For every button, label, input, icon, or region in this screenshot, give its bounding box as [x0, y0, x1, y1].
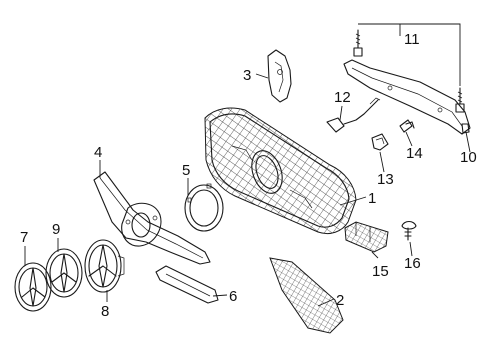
- callout-7: 7: [20, 229, 28, 246]
- callout-4: 4: [94, 144, 102, 161]
- callout-11: 11: [404, 31, 420, 48]
- callout-6: 6: [229, 288, 237, 305]
- star-emblem-mount: [84, 239, 125, 293]
- leader-10: [465, 131, 471, 153]
- callout-10: 10: [460, 149, 477, 166]
- leader-16: [409, 241, 413, 257]
- trim-bar: [93, 171, 211, 265]
- callout-5: 5: [182, 162, 190, 179]
- callout-1: 1: [368, 190, 376, 207]
- side-bracket: [267, 49, 292, 103]
- bolt-upper-right: [455, 87, 465, 113]
- lower-grille: [269, 257, 344, 334]
- screw-14: [399, 119, 415, 133]
- grille-assembly: [204, 107, 357, 235]
- callout-12: 12: [334, 89, 351, 106]
- callout-14: 14: [406, 145, 423, 162]
- sensor: [326, 97, 381, 133]
- leader-1: [339, 196, 367, 206]
- leader-2: [317, 298, 335, 307]
- retaining-clip: [461, 123, 470, 134]
- callout-8: 8: [101, 303, 109, 320]
- lower-trim-strip: [155, 265, 219, 304]
- leader-lines: [24, 23, 471, 307]
- star-emblem-rear: [45, 248, 83, 298]
- leader-11: [358, 23, 461, 86]
- emblem-ring: [184, 183, 224, 232]
- callout-15: 15: [372, 263, 389, 280]
- leader-15: [371, 251, 379, 259]
- leader-13: [379, 151, 385, 173]
- push-clip-16: [401, 220, 417, 241]
- callout-labels: 1 2 3 4 5 6 7 8 9 10 11 12 13 14 15 16: [20, 31, 477, 320]
- leader-6: [212, 294, 228, 297]
- callout-13: 13: [377, 171, 394, 188]
- leader-14: [405, 131, 413, 147]
- callout-16: 16: [404, 255, 421, 272]
- bolt-upper-left: [353, 29, 363, 57]
- callout-2: 2: [336, 292, 344, 309]
- callout-3: 3: [243, 67, 251, 84]
- callout-9: 9: [52, 221, 60, 238]
- mount-block: [344, 221, 389, 253]
- leader-3: [255, 73, 269, 79]
- leader-12: [339, 105, 343, 121]
- star-emblem-front: [14, 262, 52, 312]
- connector: [371, 133, 389, 151]
- upper-support-bar: [343, 59, 471, 135]
